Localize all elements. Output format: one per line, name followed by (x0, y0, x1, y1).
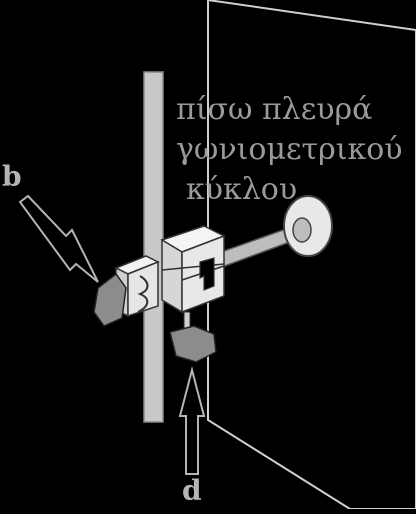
caption-line-3: κύκλου (186, 172, 298, 207)
caption-line-2: γωνιομετρικού (176, 132, 403, 167)
left-clamp-slot (137, 275, 149, 313)
marker-b: b (2, 160, 22, 193)
arrow-b (18, 194, 99, 283)
marker-d: d (182, 474, 202, 507)
arrow-d (178, 366, 206, 475)
main-block-slot (199, 257, 215, 291)
vertical-rod (143, 71, 164, 423)
caption-line-1: πίσω πλευρά (176, 92, 373, 127)
left-clamp-jaw (127, 260, 159, 318)
disc-inner (292, 217, 312, 243)
main-block-front (161, 238, 183, 314)
screw-knob-b (93, 272, 127, 327)
screw-knob-d (169, 325, 217, 363)
